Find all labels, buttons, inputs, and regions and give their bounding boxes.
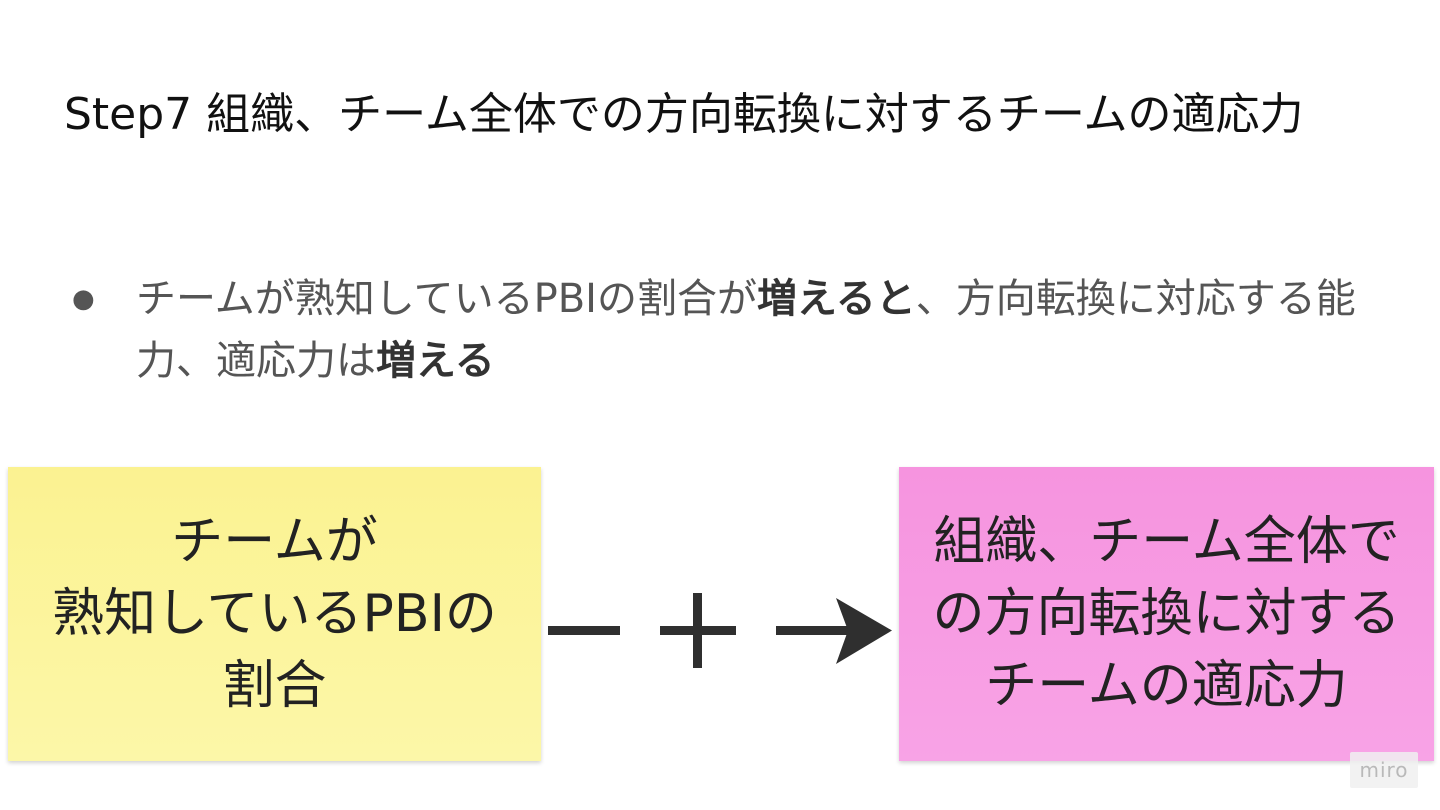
arrow-right-icon [776, 598, 892, 664]
bullet-text: チームが熟知しているPBIの割合が増えると、方向転換に対応する能力、適応力は増え… [136, 268, 1392, 392]
sticky-note-line: 組織、チーム全体で [933, 512, 1400, 572]
sticky-note-line: チームが [171, 512, 378, 572]
sticky-note-text: 組織、チーム全体で の方向転換に対する チームの適応力 [932, 506, 1400, 722]
sticky-note-text: チームが 熟知しているPBIの 割合 [52, 506, 497, 722]
sticky-note-line: チームの適応力 [985, 656, 1348, 716]
bullet-emphasis-1: 増えると [756, 276, 916, 322]
sticky-note-line: の方向転換に対する [932, 584, 1401, 644]
bullet-emphasis-2: 増える [376, 338, 495, 384]
bullet-text-part-1: チームが熟知しているPBIの割合が [136, 276, 757, 322]
sticky-note-line: 割合 [222, 656, 327, 716]
sticky-note-team-adaptability[interactable]: 組織、チーム全体で の方向転換に対する チームの適応力 [899, 467, 1434, 761]
sticky-note-line: 熟知しているPBIの [52, 584, 497, 644]
bullet-marker: ● [72, 284, 95, 314]
bullet-item: ● チームが熟知しているPBIの割合が増えると、方向転換に対応する能力、適応力は… [72, 268, 1392, 392]
minus-icon [548, 626, 620, 635]
miro-watermark-logo: miro [1350, 752, 1418, 788]
relation-connector [548, 593, 892, 668]
sticky-note-familiar-pbi-ratio[interactable]: チームが 熟知しているPBIの 割合 [8, 467, 541, 761]
bullet-text-part-2: 、方向転換に対応する能力、適応力は [136, 276, 1356, 384]
slide-title: Step7 組織、チーム全体での方向転換に対するチームの適応力 [64, 89, 1304, 140]
plus-icon [660, 593, 736, 668]
